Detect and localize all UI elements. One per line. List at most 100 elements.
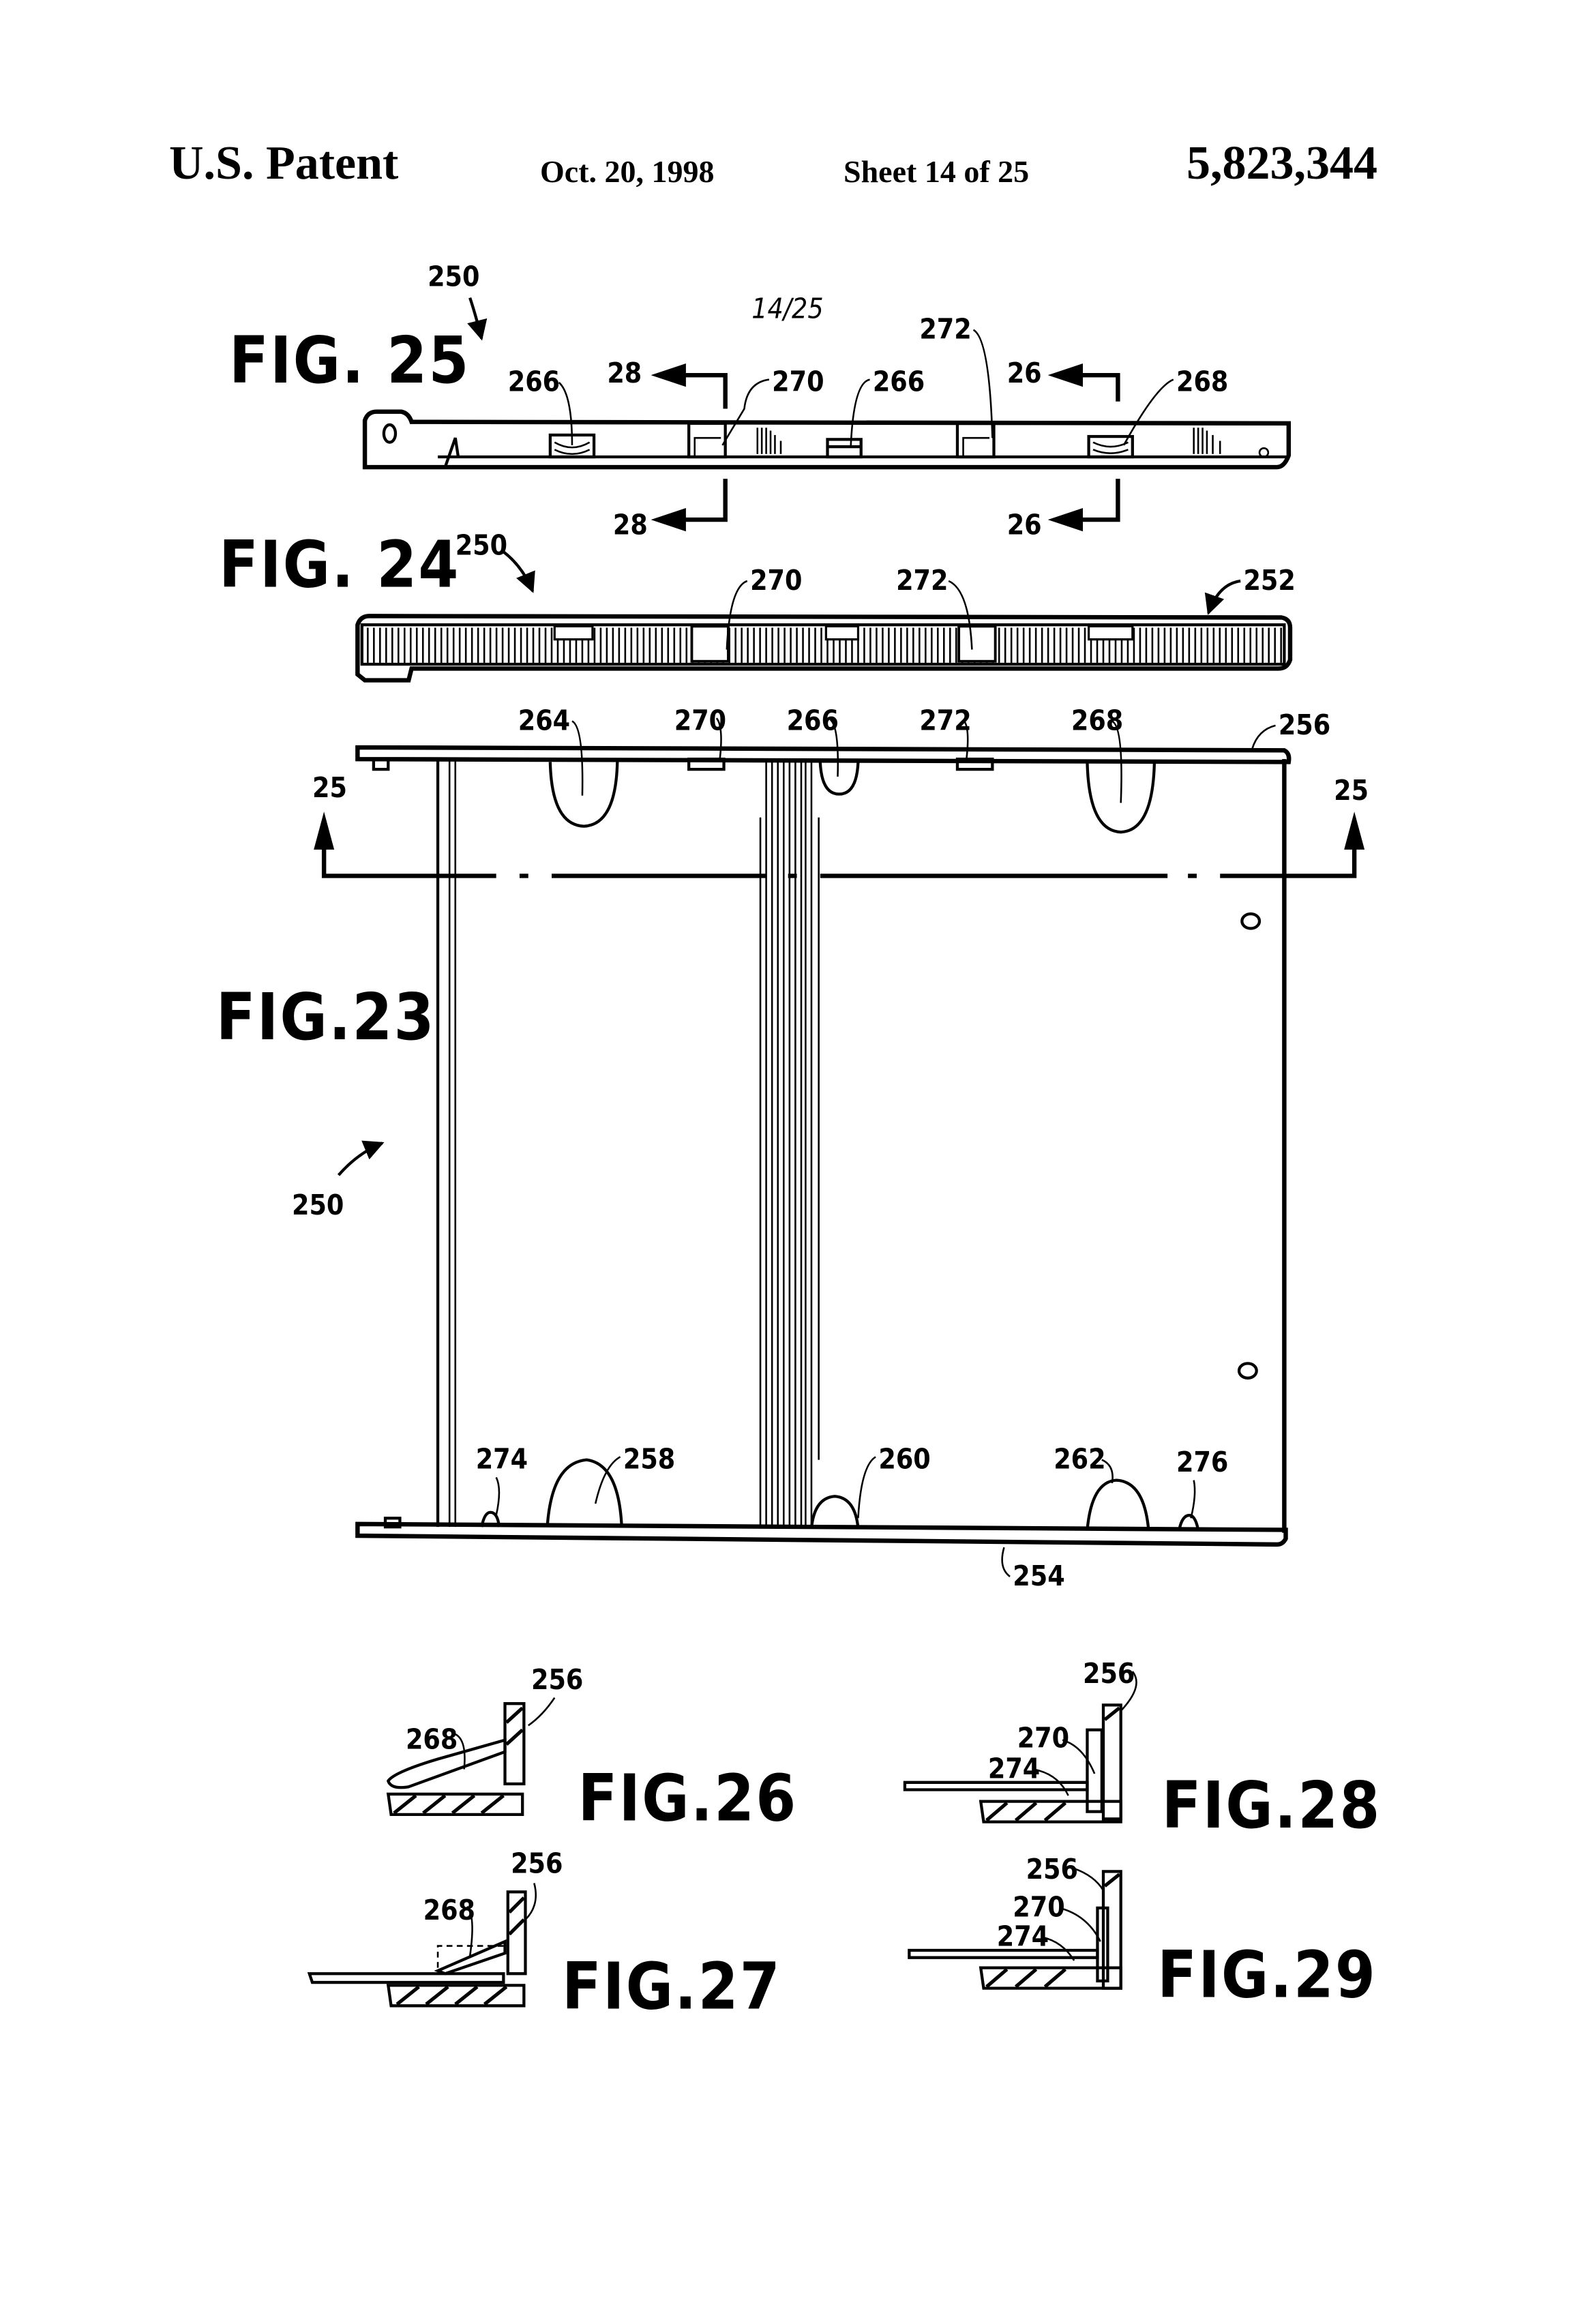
- fig27-ref-268: 268: [423, 1894, 475, 1926]
- fig25-section-26-top: 26: [1007, 357, 1042, 389]
- fig25-section-26-line-bottom: [1079, 479, 1120, 522]
- fig25-section-26-bottom: 26: [1007, 508, 1042, 541]
- fig25-title: FIG. 25: [229, 324, 470, 398]
- fig23-hole-upper: [1240, 912, 1262, 930]
- fig23-section-line-left: [321, 846, 496, 878]
- fig29-slide-plate: [908, 1948, 1099, 1959]
- fig23-bump-268: [1086, 762, 1156, 834]
- fig24-window-3: [1088, 625, 1134, 641]
- fig25-ref-266-mid-leader: [850, 378, 870, 445]
- fig23-section-25-right: 25: [1334, 774, 1369, 807]
- fig27-title: FIG.27: [562, 1950, 781, 2025]
- fig25-small-circle: [1258, 447, 1270, 458]
- fig23-bump-264: [548, 762, 619, 828]
- fig23-ref-262-leader: [1101, 1459, 1114, 1484]
- fig24-window-1: [553, 625, 594, 641]
- fig23-bump-262: [1086, 1478, 1150, 1530]
- fig23-clip-272: [955, 758, 994, 771]
- fig25-ref-250: 250: [428, 260, 479, 293]
- fig23-ref-274-leader: [495, 1476, 501, 1516]
- fig23-center-shading: [759, 762, 820, 1528]
- fig26-ref-268: 268: [406, 1723, 458, 1756]
- fig25-hole: [382, 423, 398, 444]
- fig24-ref-252: 252: [1243, 564, 1295, 597]
- header-date: Oct. 20, 1998: [540, 154, 715, 189]
- fig25-section-26-line-top: [1079, 372, 1120, 402]
- fig27-hatch: [395, 1896, 526, 2006]
- fig23-ref-270-leader: [715, 717, 722, 762]
- fig25-section-28-line-top: [683, 372, 728, 409]
- fig23-bottom-bracket: [383, 1517, 402, 1529]
- fig23: FIG.23 250: [216, 704, 1369, 1592]
- fig26-tab-268: [386, 1738, 507, 1789]
- fig23-ref-260-leader: [857, 1456, 876, 1519]
- fig27-base: [386, 1984, 526, 2008]
- fig25-ref-268: 268: [1176, 366, 1228, 398]
- fig25-clip-272-inner: [962, 436, 990, 458]
- fig23-ref-276-leader: [1190, 1480, 1196, 1519]
- fig23-section-line: [519, 846, 1357, 878]
- fig25-ref-270-leader: [721, 378, 770, 446]
- fig26-ref-256-leader: [528, 1697, 556, 1727]
- fig29-ref-274: 274: [997, 1920, 1049, 1953]
- fig23-ref-268: 268: [1071, 704, 1123, 736]
- fig25: FIG. 25 250: [229, 260, 1292, 541]
- fig29-ref-256: 256: [1026, 1853, 1078, 1886]
- fig24-ribs: [367, 627, 1282, 663]
- fig23-clip-270: [687, 758, 726, 771]
- fig23-bump-274: [480, 1510, 501, 1528]
- header-us-patent: U.S. Patent: [169, 137, 399, 190]
- sheet-marker: 14/25: [751, 293, 823, 325]
- fig29-wall-256: [1101, 1870, 1122, 1990]
- fig24-title: FIG. 24: [219, 528, 460, 603]
- fig27-ref-268-leader: [466, 1905, 473, 1956]
- fig25-tab-268-curve: [1092, 441, 1129, 454]
- fig28-ref-270-leader: [1062, 1739, 1096, 1774]
- fig23-ref-258: 258: [623, 1443, 675, 1476]
- fig23-ref-254-leader: [1001, 1547, 1011, 1577]
- fig25-ref-266-mid: 266: [873, 366, 925, 398]
- fig25-section-28-top-arrow: [651, 363, 686, 387]
- fig23-top-bracket: [372, 758, 390, 771]
- header-patent-number: 5,823,344: [1186, 137, 1377, 190]
- fig24-ref-250-leader: [503, 550, 535, 593]
- fig23-ref-268-leader: [1111, 720, 1122, 803]
- fig26-base: [386, 1792, 524, 1817]
- fig23-bump-276: [1178, 1513, 1200, 1530]
- fig24-ref-270-leader: [726, 580, 748, 650]
- fig23-section-25-left-arrow: [314, 811, 335, 850]
- fig25-ref-270: 270: [772, 366, 824, 398]
- fig25-shading-right: [1193, 428, 1221, 454]
- fig23-ref-258-leader: [594, 1456, 621, 1504]
- fig23-ref-256-leader: [1251, 724, 1276, 749]
- fig23-ref-264-leader: [571, 720, 584, 796]
- fig23-ref-254: 254: [1013, 1560, 1064, 1592]
- fig25-notch: [443, 437, 460, 468]
- fig24-ref-250: 250: [456, 528, 507, 561]
- fig29-ref-256-leader: [1073, 1867, 1105, 1891]
- fig26: FIG.26 256 268: [386, 1663, 796, 1836]
- fig28-ref-274: 274: [988, 1752, 1040, 1785]
- fig24-rail-outline: [355, 614, 1293, 683]
- fig27-ref-256: 256: [511, 1847, 563, 1880]
- fig27: FIG.27 256 268: [307, 1847, 781, 2025]
- fig23-ref-250-leader: [337, 1140, 385, 1176]
- fig24: FIG. 24 250 270 272 252: [219, 528, 1296, 683]
- fig28-clip-270: [1086, 1728, 1104, 1813]
- fig29-clip-270: [1096, 1906, 1109, 1983]
- fig23-ref-272-leader: [962, 719, 969, 762]
- fig23-ref-250: 250: [292, 1189, 344, 1221]
- fig25-shading-left: [756, 428, 782, 454]
- fig24-clip-272: [957, 625, 997, 663]
- fig23-ref-256: 256: [1279, 709, 1330, 741]
- fig25-tab-266-left-curve: [554, 441, 591, 456]
- fig27-tab-268: [434, 1939, 507, 1976]
- fig25-section-28-bottom: 28: [613, 508, 648, 541]
- fig23-bump-266: [818, 762, 860, 796]
- fig23-ref-266-leader: [829, 719, 839, 777]
- fig29-hatch: [985, 1873, 1121, 1988]
- fig26-ref-268-leader: [455, 1733, 466, 1770]
- fig25-section-26-bottom-arrow: [1047, 507, 1084, 532]
- fig28-ref-274-leader: [1033, 1768, 1069, 1796]
- fig29-ref-270: 270: [1013, 1891, 1064, 1924]
